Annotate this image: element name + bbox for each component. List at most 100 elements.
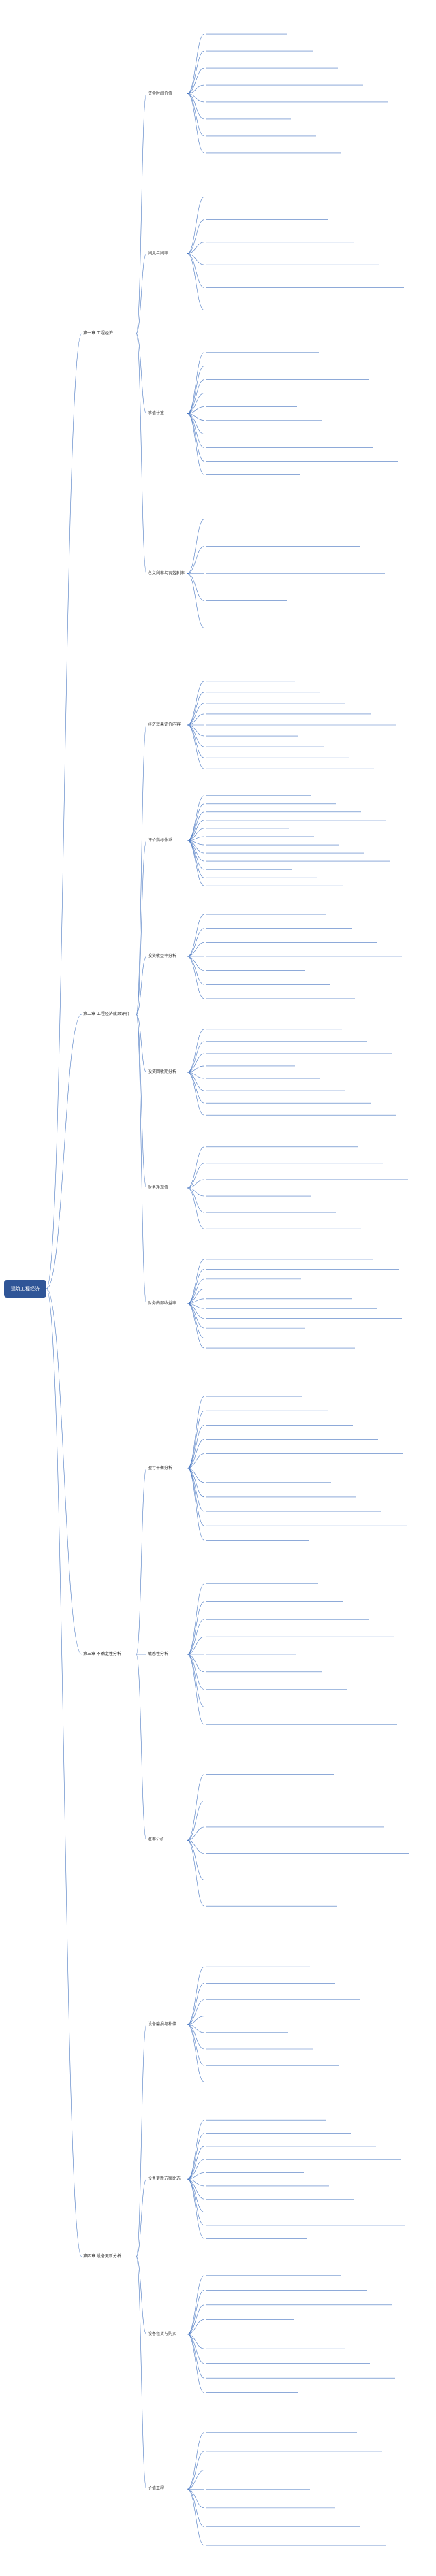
connector [187, 573, 205, 628]
connector [187, 1636, 205, 1655]
connector [136, 93, 147, 334]
connector [187, 519, 205, 574]
connector [187, 1303, 205, 1329]
connector [187, 1654, 205, 1725]
subtopic-node[interactable]: 财务净现值 [146, 1185, 170, 1191]
connector [187, 2024, 205, 2066]
connector [187, 2432, 205, 2490]
connector [187, 253, 205, 311]
connector [187, 413, 205, 448]
connector [187, 1410, 205, 1468]
subtopic-node[interactable]: 投资回收期分析 [146, 1069, 178, 1075]
connector [136, 840, 147, 1015]
connector [187, 1259, 205, 1304]
connector [187, 413, 205, 475]
connector [187, 352, 205, 414]
connector [187, 1278, 205, 1304]
subtopic-node[interactable]: 经济效果评价内容 [146, 722, 183, 728]
connector [136, 724, 147, 1015]
connector [187, 681, 205, 726]
subtopic-node[interactable]: 等值计算 [146, 410, 166, 417]
connector [187, 573, 205, 601]
connector [187, 2146, 205, 2180]
connector [187, 1053, 205, 1073]
connector [187, 1800, 205, 1841]
connector [187, 840, 205, 878]
subtopic-node[interactable]: 资金时间价值 [146, 90, 174, 97]
connector [187, 1289, 205, 1304]
connector [187, 1425, 205, 1468]
subtopic-node[interactable]: 价值工程 [146, 2485, 166, 2492]
subtopic-node[interactable]: 评价指标体系 [146, 837, 174, 843]
connector [187, 242, 205, 254]
connector [187, 253, 205, 265]
connector [187, 1966, 205, 2025]
connector [136, 2256, 147, 2490]
connector [136, 1014, 147, 1189]
connector [187, 2178, 205, 2226]
connector [187, 2133, 205, 2180]
branch-node[interactable]: 第二章 工程经济效果评价 [82, 1011, 131, 1017]
subtopic-node[interactable]: 设备租赁与购买 [146, 2330, 178, 2337]
connector [187, 2275, 205, 2335]
subtopic-node[interactable]: 投资收益率分析 [146, 953, 178, 959]
connector [136, 2256, 147, 2335]
subtopic-node[interactable]: 设备磨损与补偿 [146, 2020, 178, 2027]
connector [187, 1303, 205, 1338]
connector [187, 840, 205, 870]
connector [187, 956, 205, 985]
connector [136, 333, 147, 414]
subtopic-node[interactable]: 名义利率与有效利率 [146, 570, 187, 577]
connector [187, 366, 205, 414]
connector [187, 956, 205, 999]
subtopic-node[interactable]: 敏感性分析 [146, 1651, 170, 1657]
connector [187, 2304, 205, 2335]
connector [187, 2178, 205, 2239]
branch-node[interactable]: 第三章 不确定性分析 [82, 1651, 123, 1657]
connector [187, 1187, 205, 1229]
branch-node[interactable]: 第四章 设备更新分析 [82, 2253, 123, 2259]
connector [187, 1654, 205, 1707]
connector [187, 1303, 205, 1349]
connector [187, 1468, 205, 1498]
connector [136, 253, 147, 334]
subtopic-node[interactable]: 概率分析 [146, 1837, 166, 1844]
connector [187, 1439, 205, 1468]
connector [187, 1840, 205, 1907]
connector [187, 2024, 205, 2082]
subtopic-node[interactable]: 利息与利率 [146, 250, 170, 257]
mindmap-root[interactable]: 建筑工程经济 [4, 1280, 46, 1298]
connector [187, 2016, 205, 2025]
connector [187, 724, 205, 758]
connector [136, 2178, 147, 2257]
branch-node[interactable]: 第一章 工程经济 [82, 330, 114, 336]
connector [187, 93, 205, 137]
connector [187, 713, 205, 726]
connector [187, 253, 205, 288]
connector [187, 413, 205, 462]
connector [187, 1468, 205, 1541]
connector [187, 93, 205, 154]
connector [187, 928, 205, 957]
connector [136, 1014, 147, 1073]
connector [187, 2488, 205, 2546]
connector [187, 2488, 205, 2527]
connector [136, 333, 147, 574]
connector [187, 840, 205, 886]
connector [187, 836, 205, 841]
connector [187, 1072, 205, 1104]
connector [187, 2470, 205, 2490]
connector [136, 956, 147, 1015]
connector [187, 2119, 205, 2180]
connector [46, 1288, 82, 1655]
connector [187, 803, 205, 841]
connector [187, 84, 205, 94]
connector [187, 724, 205, 747]
subtopic-node[interactable]: 财务内部收益率 [146, 1300, 178, 1306]
subtopic-node[interactable]: 设备更新方案比选 [146, 2176, 183, 2183]
connector [187, 93, 205, 103]
connector [187, 2334, 205, 2393]
connector [187, 1468, 205, 1526]
connector [187, 2172, 205, 2180]
subtopic-node[interactable]: 盈亏平衡分析 [146, 1464, 174, 1471]
